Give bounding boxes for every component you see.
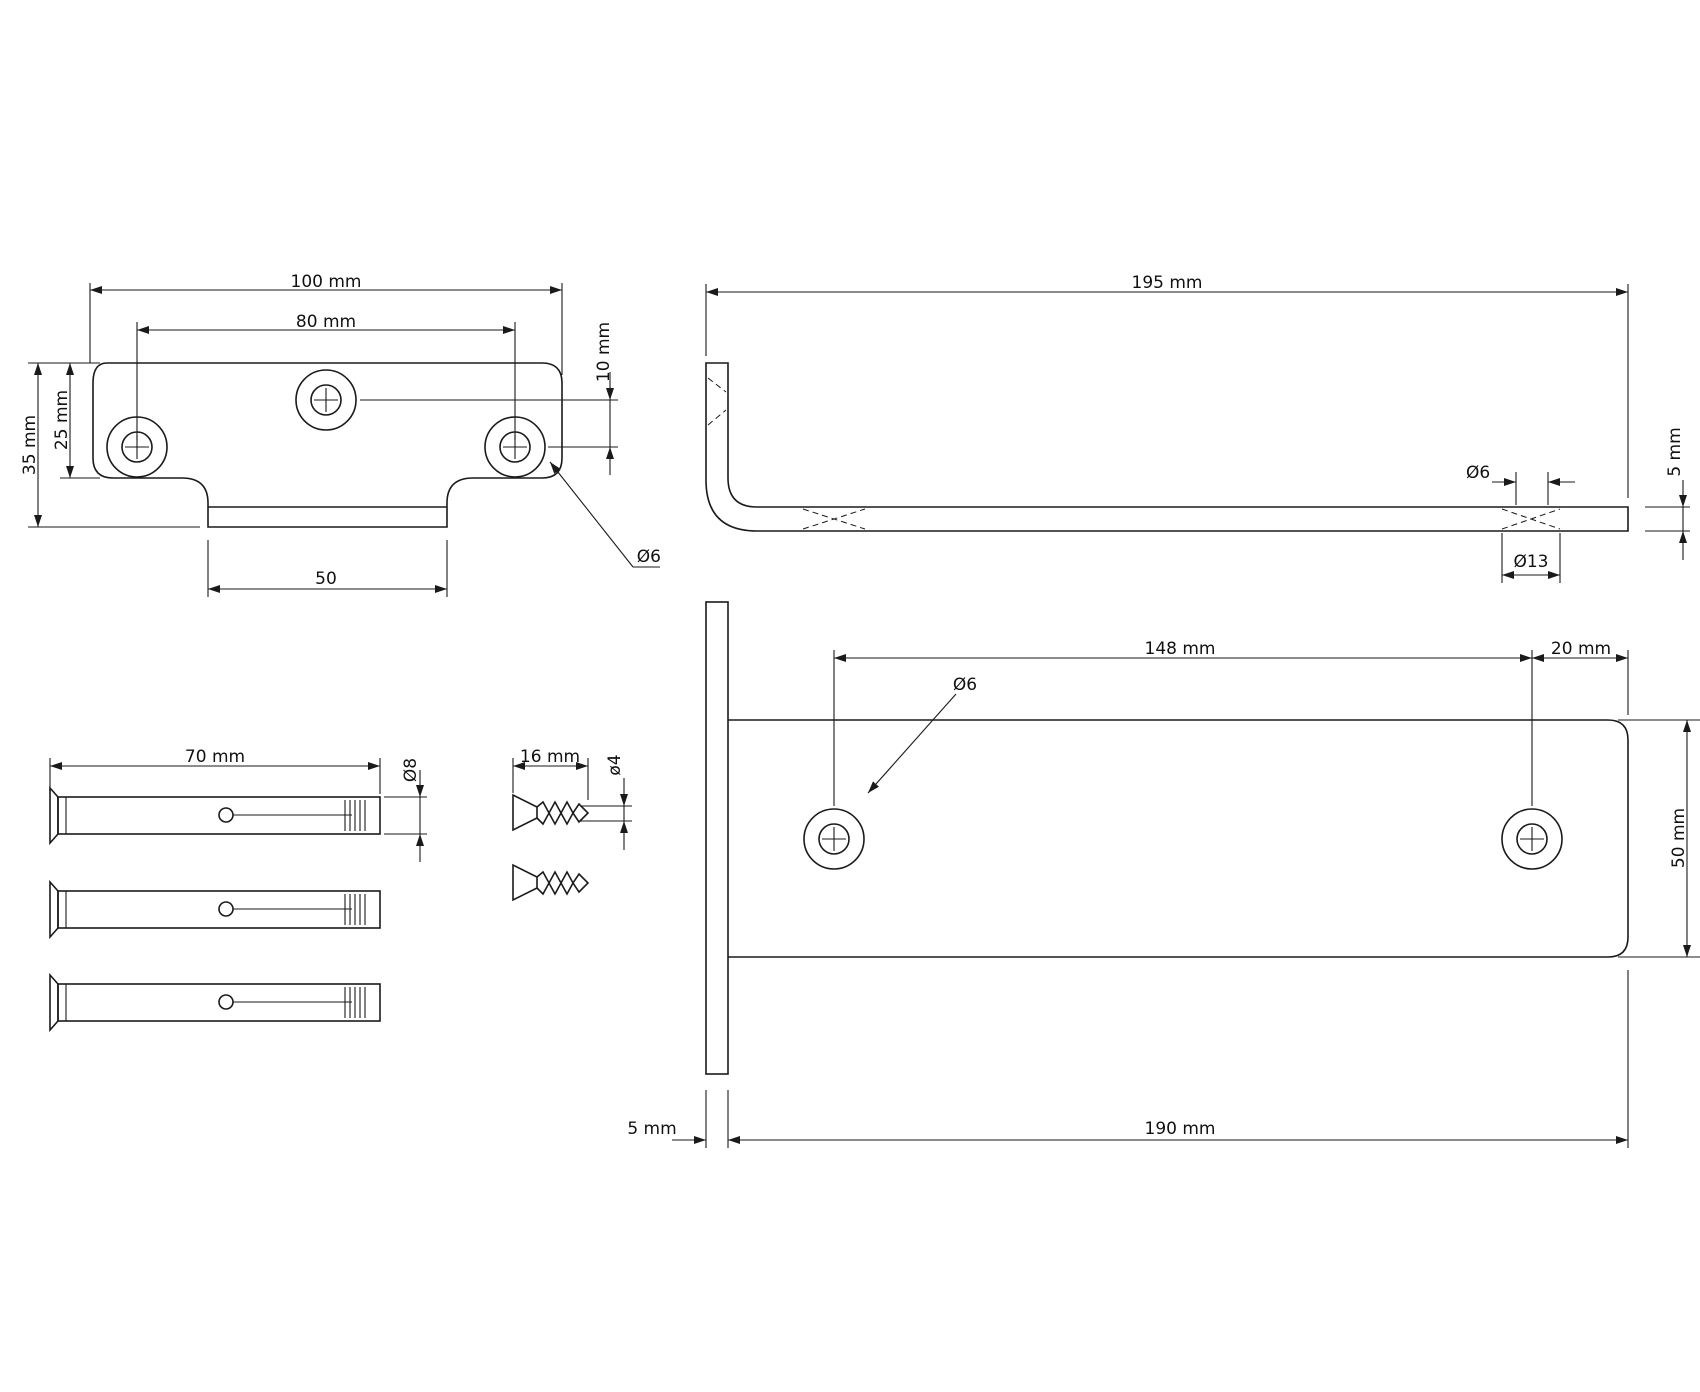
anchor-diameter-label: Ø8: [401, 758, 421, 782]
anchor-group: 70 mm Ø8: [49, 747, 427, 1033]
wall-plate: [705, 601, 729, 1075]
anchor-bolt: [49, 879, 381, 940]
top-view-overall-length-label: 195 mm: [1132, 273, 1203, 293]
plan-arm-length-label: 190 mm: [1145, 1119, 1216, 1139]
plan-width-label: 50 mm: [1669, 808, 1689, 868]
wood-screw: [512, 793, 590, 832]
screw-group: 16 mm ø4: [512, 747, 632, 902]
bracket-arm-outline: [728, 719, 1629, 958]
side-plate-hole-center: [295, 369, 357, 431]
plan-hole-spacing-label: 148 mm: [1145, 639, 1216, 659]
top-view-hole-diameter-label: Ø6: [1466, 463, 1490, 483]
side-plate-hole-diameter-label: Ø6: [637, 547, 661, 567]
anchor-length-label: 70 mm: [185, 747, 245, 767]
top-view-thickness-label: 5 mm: [1665, 427, 1685, 476]
anchor-bolt: [49, 972, 381, 1033]
side-plate-hole-height-label: 25 mm: [52, 390, 72, 450]
plan-plate-thickness-label: 5 mm: [627, 1119, 676, 1139]
side-plate-hole-spacing-label: 80 mm: [296, 312, 356, 332]
bracket-plan-view: Ø6 148 mm 20 mm 50 mm 5 mm 190 mm: [627, 601, 1700, 1148]
bracket-top-view: 195 mm 5 mm Ø6 Ø13: [705, 273, 1690, 583]
side-plate-bottom-width-label: 50: [315, 569, 337, 589]
screw-length-label: 16 mm: [520, 747, 580, 767]
side-plate-total-height-label: 35 mm: [20, 415, 40, 475]
plan-hole-right: [1501, 808, 1563, 870]
screw-diameter-label: ø4: [605, 754, 625, 775]
side-plate-center-offset-label: 10 mm: [594, 322, 614, 382]
side-plate-overall-width-label: 100 mm: [291, 272, 362, 292]
side-plate-view: 100 mm 80 mm 35 mm 25 mm 10 mm Ø6 50: [20, 272, 661, 597]
plan-hole-left: [803, 808, 865, 870]
plan-hole-diameter-label: Ø6: [953, 675, 977, 695]
wood-screw: [512, 863, 590, 902]
plan-edge-offset-label: 20 mm: [1551, 639, 1611, 659]
side-plate-outline: [92, 362, 563, 528]
bracket-profile-outline: [705, 362, 1629, 532]
top-view-countersink-label: Ø13: [1513, 552, 1548, 572]
anchor-bolt: [49, 785, 381, 846]
